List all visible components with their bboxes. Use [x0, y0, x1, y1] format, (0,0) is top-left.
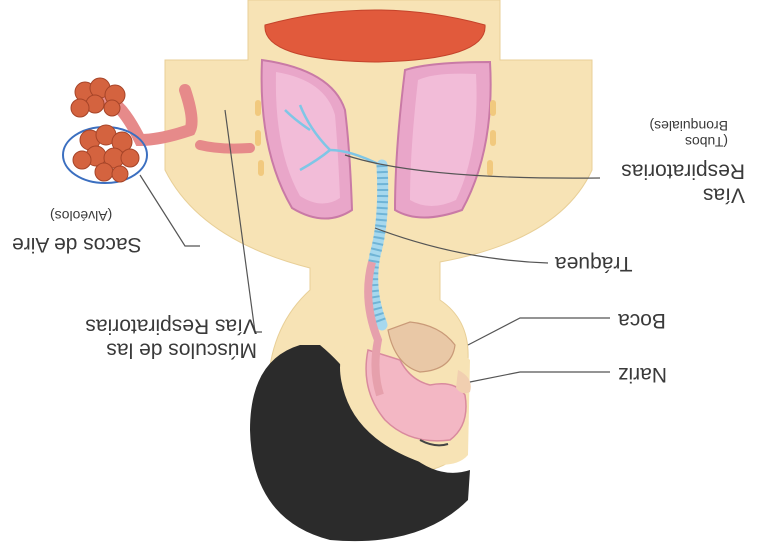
label-trachea: Tráquea — [555, 251, 632, 275]
label-air-sacs-sub: (Alvéolos) — [50, 208, 112, 224]
leader-mouth — [468, 318, 610, 345]
label-air-sacs: Sacos de Aire — [12, 232, 142, 256]
label-airways-sub2: Bronquiales) — [618, 118, 728, 134]
diaphragm — [265, 10, 485, 62]
label-airways-line1: Vías — [595, 182, 745, 206]
label-mouth: Boca — [618, 308, 666, 332]
label-airways-sub1: (Tubos — [618, 134, 728, 150]
alveoli-cluster-lower — [73, 125, 139, 182]
label-muscles-line2: Vías Respiratorias — [12, 313, 257, 337]
label-airways-sub: (Tubos Bronquiales) — [618, 118, 728, 150]
label-muscles-line1: Músculos de las — [12, 337, 257, 361]
label-nose: Nariz — [618, 362, 667, 386]
label-airways: Vías Respiratorias — [595, 158, 745, 206]
label-muscles: Músculos de las Vías Respiratorias — [12, 313, 257, 361]
label-airways-line2: Respiratorias — [595, 158, 745, 182]
alveoli-cluster-upper — [71, 78, 125, 117]
leader-nose — [470, 372, 610, 382]
